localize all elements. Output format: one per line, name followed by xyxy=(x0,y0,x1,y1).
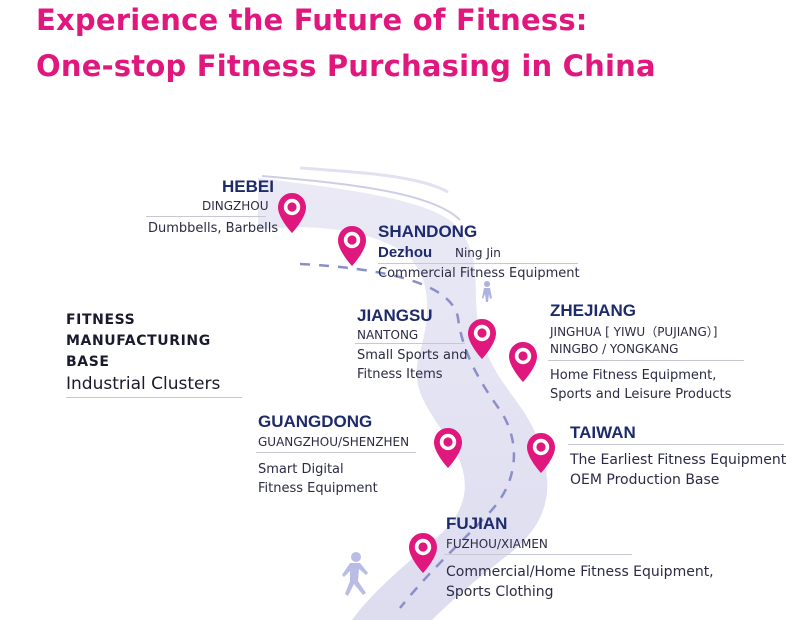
divider xyxy=(548,360,744,361)
city-name: NINGBO / YONGKANG xyxy=(550,342,679,356)
region-name: ZHEJIANG xyxy=(550,301,636,320)
product-line: Smart Digital xyxy=(258,462,344,477)
product-list: The Earliest Fitness Equipment OEM Produ… xyxy=(570,450,786,490)
page-title-line1: Experience the Future of Fitness: xyxy=(36,3,588,37)
divider xyxy=(378,263,578,264)
location-pin-icon xyxy=(409,533,437,573)
running-figure-icon xyxy=(342,552,368,596)
road-body xyxy=(258,178,548,620)
product-line: Commercial/Home Fitness Equipment, xyxy=(446,564,714,580)
product-list: Commercial Fitness Equipment xyxy=(378,264,580,283)
city-name: JINGHUA [ YIWU（PUJIANG）] xyxy=(550,325,718,339)
product-line: Home Fitness Equipment, xyxy=(550,368,717,383)
region-name: GUANGDONG xyxy=(258,412,373,431)
divider xyxy=(444,554,632,555)
product-line: Fitness Items xyxy=(357,367,443,382)
product-list: Home Fitness Equipment, Sports and Leisu… xyxy=(550,366,731,404)
city-name-secondary: Ning Jin xyxy=(455,246,501,260)
product-line: Dumbbells, Barbells xyxy=(148,221,279,236)
divider xyxy=(146,216,266,217)
product-line: Commercial Fitness Equipment xyxy=(378,266,580,281)
road-center-line xyxy=(299,262,516,609)
region-name: SHANDONG xyxy=(378,222,478,241)
region-name: JIANGSU xyxy=(357,306,433,325)
city-name: Dezhou xyxy=(378,244,433,261)
base-label-subtitle: Industrial Clusters xyxy=(66,374,221,394)
divider xyxy=(355,343,465,344)
product-line: Small Sports and xyxy=(357,348,468,363)
region-name: TAIWAN xyxy=(570,423,636,442)
product-line: The Earliest Fitness Equipment xyxy=(570,452,787,468)
product-list: Small Sports and Fitness Items xyxy=(357,346,468,384)
location-pin-icon xyxy=(468,319,496,359)
location-pin-icon xyxy=(338,226,366,266)
base-label-line: MANUFACTURING xyxy=(66,333,211,349)
product-line: Fitness Equipment xyxy=(258,481,378,496)
city-name: GUANGZHOU/SHENZHEN xyxy=(258,435,410,449)
city-name: DINGZHOU xyxy=(202,199,269,213)
city-name: NANTONG xyxy=(357,328,419,342)
manufacturing-base-label: FITNESS MANUFACTURING BASE Industrial Cl… xyxy=(66,310,220,395)
base-label-line: BASE xyxy=(66,354,110,370)
city-name: FUZHOU/XIAMEN xyxy=(446,537,548,551)
walking-figure-icon xyxy=(482,281,492,302)
page-title-line2: One-stop Fitness Purchasing in China xyxy=(36,49,656,83)
product-line: OEM Production Base xyxy=(570,472,720,488)
divider xyxy=(568,444,784,445)
divider xyxy=(256,452,416,453)
divider xyxy=(66,397,242,398)
location-pin-icon xyxy=(527,433,555,473)
location-pin-icon xyxy=(434,428,462,468)
road-edge-far xyxy=(299,166,449,194)
region-name: FUJIAN xyxy=(446,514,508,533)
product-line: Sports Clothing xyxy=(446,584,554,600)
product-list: Dumbbells, Barbells xyxy=(148,219,278,238)
base-label-line: FITNESS xyxy=(66,312,136,328)
location-pin-icon xyxy=(509,342,537,382)
road-edge-top xyxy=(261,175,461,221)
region-name: HEBEI xyxy=(222,177,274,196)
product-line: Sports and Leisure Products xyxy=(550,387,732,402)
product-list: Commercial/Home Fitness Equipment, Sport… xyxy=(446,562,714,602)
product-list: Smart Digital Fitness Equipment xyxy=(258,460,378,498)
location-pin-icon xyxy=(278,193,306,233)
